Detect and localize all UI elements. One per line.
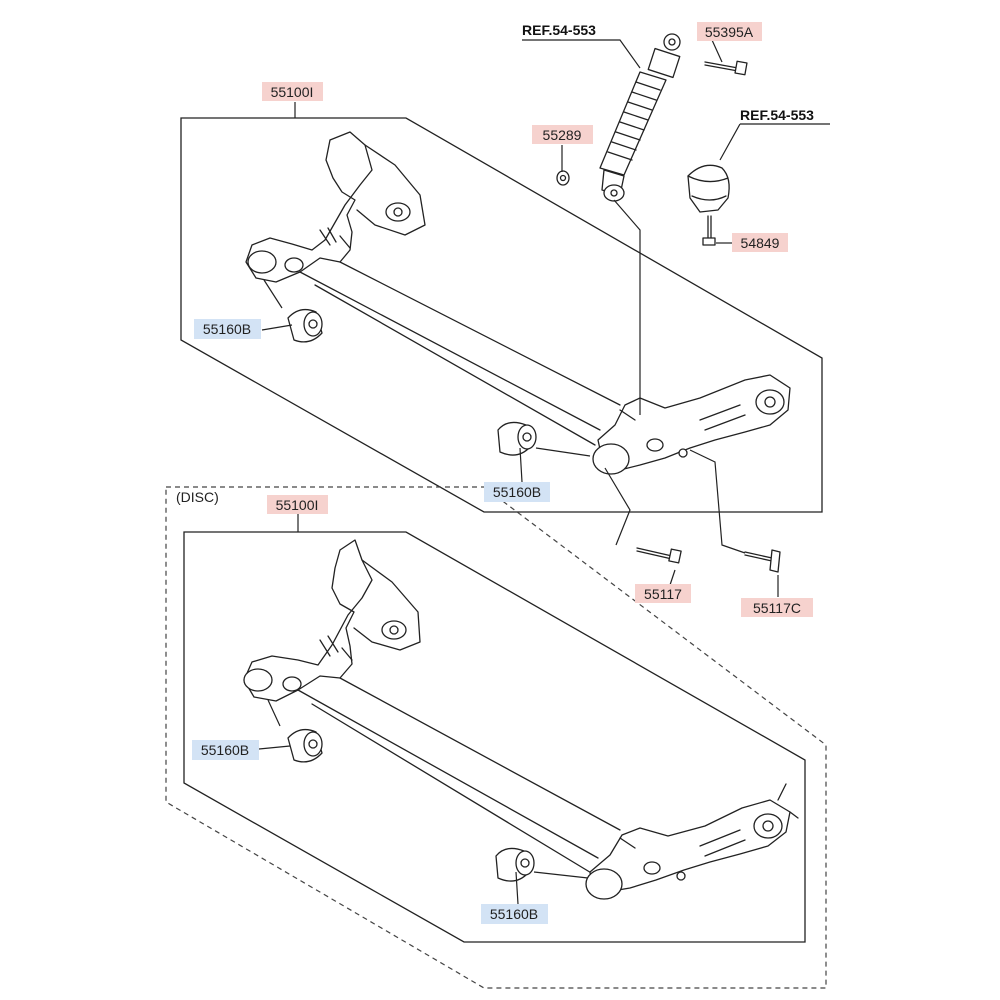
bolt-55395a [704, 60, 748, 76]
disc-assembly-frame [183, 531, 806, 943]
label-axle-top: 55100I [262, 82, 323, 101]
bolt-55117c [744, 549, 781, 573]
disc-caption-text: (DISC) [176, 489, 219, 505]
disc-torsion-axle [243, 539, 799, 900]
label-bolt-55117c-text: 55117C [753, 600, 801, 616]
label-bushing-disc-right-text: 55160B [490, 906, 538, 922]
label-bolt-54849: 54849 [732, 233, 788, 252]
label-bushing-top-right-text: 55160B [493, 484, 541, 500]
leader-lines [258, 39, 830, 905]
label-bushing-disc-left-text: 55160B [201, 742, 249, 758]
label-nut-55289-text: 55289 [543, 127, 582, 143]
disc-right-bushing [495, 847, 535, 882]
label-axle-disc: 55100I [267, 495, 328, 514]
label-bolt-55117-text: 55117 [644, 586, 682, 602]
label-axle-disc-text: 55100I [276, 497, 319, 513]
disc-left-bushing [287, 728, 323, 763]
ref-shock-text: REF.54-553 [522, 22, 596, 38]
top-left-bushing [287, 308, 323, 343]
label-bolt-55117: 55117 [635, 584, 691, 603]
top-assembly-frame [180, 117, 823, 513]
label-bushing-top-left-text: 55160B [203, 321, 251, 337]
ref-shock-label: REF.54-553 [522, 22, 596, 38]
bolt-54849 [702, 215, 716, 246]
label-bushing-disc-right: 55160B [481, 904, 548, 924]
nut-55289 [556, 170, 570, 186]
ref-mount-text: REF.54-553 [740, 107, 814, 123]
label-bolt-55395a-text: 55395A [705, 24, 754, 40]
label-bushing-top-right: 55160B [484, 482, 550, 502]
label-bushing-top-left: 55160B [194, 319, 261, 339]
top-right-bushing [497, 421, 537, 456]
bolt-55117 [636, 547, 682, 564]
label-nut-55289: 55289 [532, 125, 593, 144]
ref-mount-label: REF.54-553 [740, 107, 814, 123]
shock-absorber [599, 33, 681, 202]
label-axle-top-text: 55100I [271, 84, 314, 100]
label-bolt-55117c: 55117C [741, 598, 813, 617]
label-bolt-54849-text: 54849 [741, 235, 780, 251]
label-bolt-55395a: 55395A [697, 22, 762, 41]
upper-mount [687, 164, 730, 213]
disc-group-caption: (DISC) [176, 489, 219, 505]
label-bushing-disc-left: 55160B [192, 740, 259, 760]
